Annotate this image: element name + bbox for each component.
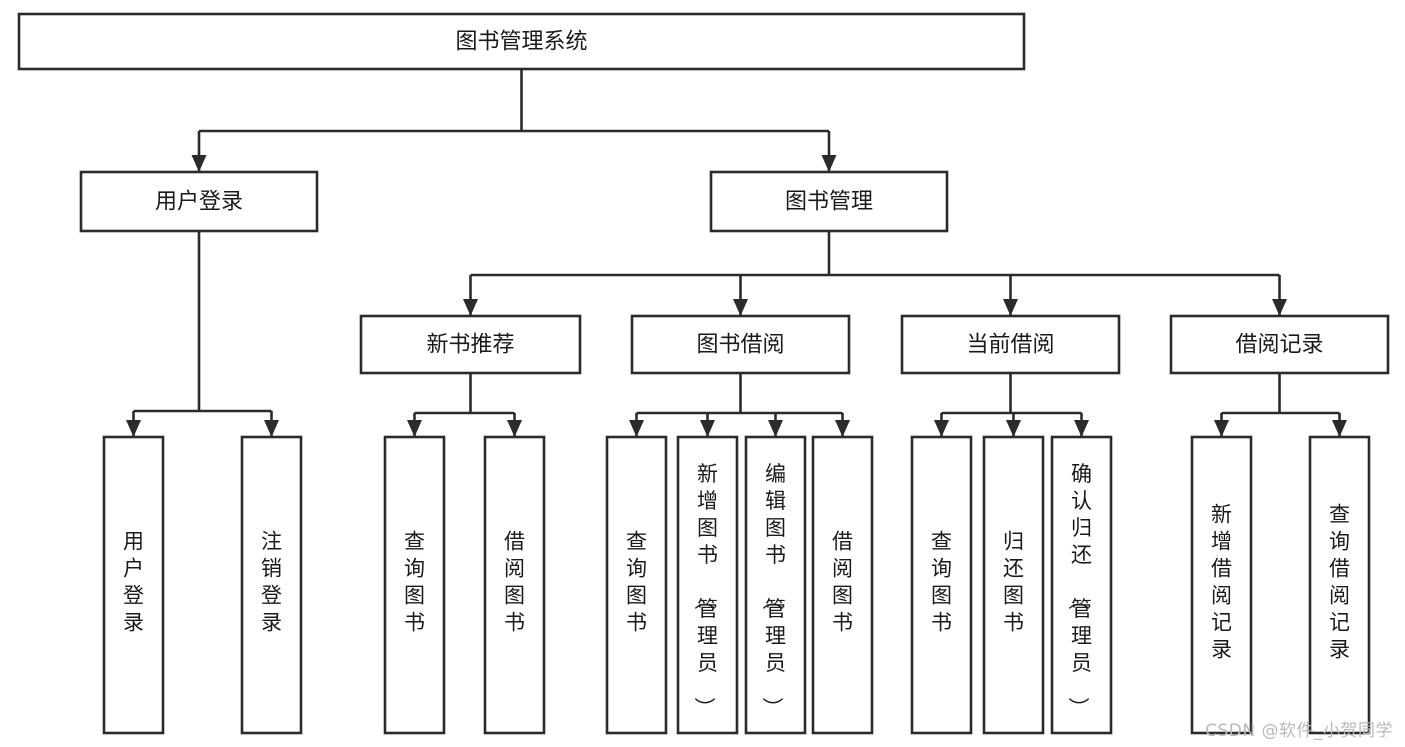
node-box-cb-return-book[interactable] xyxy=(982,435,1045,735)
connector-layer xyxy=(126,69,1347,437)
node-box-new-book-recommend[interactable] xyxy=(359,314,582,375)
node-label-new-book-recommend: 新书推荐 xyxy=(426,333,514,358)
node-box-borrow-record[interactable] xyxy=(1169,314,1390,375)
node-book-manage[interactable]: 图书管理 xyxy=(709,170,949,233)
node-bb-query-book[interactable]: 查询图书 xyxy=(605,435,668,735)
node-label-nb-borrow-book: 借阅图书 xyxy=(504,530,525,635)
node-br-query-record[interactable]: 查询借阅记录 xyxy=(1308,435,1371,735)
node-label-bb-borrow-book: 借阅图书 xyxy=(832,530,853,635)
arrow-head-icon xyxy=(126,420,141,437)
node-box-book-borrow[interactable] xyxy=(630,314,851,375)
arrow-head-icon xyxy=(733,299,748,316)
node-box-bb-borrow-book[interactable] xyxy=(811,435,874,735)
arrow-head-icon xyxy=(700,420,715,437)
node-bb-add-book[interactable]: 新增图书（管理员） xyxy=(676,435,739,735)
node-box-bb-query-book[interactable] xyxy=(605,435,668,735)
csdn-watermark: CSDN @软件_小贺同学 xyxy=(1205,721,1393,741)
node-box-current-borrow[interactable] xyxy=(900,314,1121,375)
node-label-book-borrow: 图书借阅 xyxy=(696,333,784,358)
node-leaf-logout[interactable]: 注销登录 xyxy=(240,435,303,735)
node-root[interactable]: 图书管理系统 xyxy=(17,12,1026,71)
node-cb-return-book[interactable]: 归还图书 xyxy=(982,435,1045,735)
arrow-head-icon xyxy=(1074,420,1089,437)
node-layer: 图书管理系统用户登录图书管理用户登录注销登录新书推荐查询图书借阅图书图书借阅查询… xyxy=(17,12,1390,735)
node-box-cb-confirm-return[interactable] xyxy=(1050,435,1113,735)
node-br-add-record[interactable]: 新增借阅记录 xyxy=(1190,435,1253,735)
arrow-head-icon xyxy=(629,420,644,437)
arrow-head-icon xyxy=(1272,299,1287,316)
node-box-root[interactable] xyxy=(17,12,1026,71)
node-bb-borrow-book[interactable]: 借阅图书 xyxy=(811,435,874,735)
node-box-cb-query-book[interactable] xyxy=(910,435,973,735)
arrow-head-icon xyxy=(768,420,783,437)
node-box-br-add-record[interactable] xyxy=(1190,435,1253,735)
arrow-head-icon xyxy=(835,420,850,437)
node-new-book-recommend[interactable]: 新书推荐 xyxy=(359,314,582,375)
node-box-leaf-user-login[interactable] xyxy=(102,435,165,735)
node-current-borrow[interactable]: 当前借阅 xyxy=(900,314,1121,375)
node-box-bb-add-book[interactable] xyxy=(676,435,739,735)
node-label-bb-query-book: 查询图书 xyxy=(626,530,647,635)
node-label-cb-confirm-return: 确认归还（管理员） xyxy=(1066,462,1092,718)
arrow-head-icon xyxy=(507,420,522,437)
node-book-borrow[interactable]: 图书借阅 xyxy=(630,314,851,375)
node-box-book-manage[interactable] xyxy=(709,170,949,233)
node-label-current-borrow: 当前借阅 xyxy=(966,333,1054,358)
node-box-br-query-record[interactable] xyxy=(1308,435,1371,735)
node-box-bb-edit-book[interactable] xyxy=(744,435,807,735)
node-label-leaf-logout: 注销登录 xyxy=(261,530,282,635)
arrow-head-icon xyxy=(934,420,949,437)
node-label-br-query-record: 查询借阅记录 xyxy=(1329,503,1350,662)
node-label-cb-return-book: 归还图书 xyxy=(1003,530,1024,635)
node-label-book-manage: 图书管理 xyxy=(785,190,873,215)
node-leaf-user-login[interactable]: 用户登录 xyxy=(102,435,165,735)
node-cb-query-book[interactable]: 查询图书 xyxy=(910,435,973,735)
node-nb-query-book[interactable]: 查询图书 xyxy=(383,435,446,735)
arrow-head-icon xyxy=(821,155,837,172)
node-user-login[interactable]: 用户登录 xyxy=(79,170,319,233)
node-cb-confirm-return[interactable]: 确认归还（管理员） xyxy=(1050,435,1113,735)
node-label-br-add-record: 新增借阅记录 xyxy=(1211,503,1232,662)
arrow-head-icon xyxy=(191,155,207,172)
node-label-bb-edit-book: 编辑图书（管理员） xyxy=(760,462,786,718)
node-borrow-record[interactable]: 借阅记录 xyxy=(1169,314,1390,375)
node-label-nb-query-book: 查询图书 xyxy=(404,530,425,635)
arrow-head-icon xyxy=(1332,420,1347,437)
arrow-head-icon xyxy=(463,299,478,316)
node-box-leaf-logout[interactable] xyxy=(240,435,303,735)
arrow-head-icon xyxy=(407,420,422,437)
arrow-head-icon xyxy=(1003,299,1018,316)
node-label-user-login: 用户登录 xyxy=(155,190,243,215)
node-label-root: 图书管理系统 xyxy=(455,30,587,55)
node-label-leaf-user-login: 用户登录 xyxy=(123,530,144,635)
arrow-head-icon xyxy=(1214,420,1229,437)
arrow-head-icon xyxy=(264,420,279,437)
node-label-bb-add-book: 新增图书（管理员） xyxy=(692,462,718,718)
node-label-cb-query-book: 查询图书 xyxy=(931,530,952,635)
node-box-nb-query-book[interactable] xyxy=(383,435,446,735)
node-label-borrow-record: 借阅记录 xyxy=(1235,333,1323,358)
node-box-nb-borrow-book[interactable] xyxy=(483,435,546,735)
arrow-head-icon xyxy=(1006,420,1021,437)
node-bb-edit-book[interactable]: 编辑图书（管理员） xyxy=(744,435,807,735)
node-box-user-login[interactable] xyxy=(79,170,319,233)
node-nb-borrow-book[interactable]: 借阅图书 xyxy=(483,435,546,735)
